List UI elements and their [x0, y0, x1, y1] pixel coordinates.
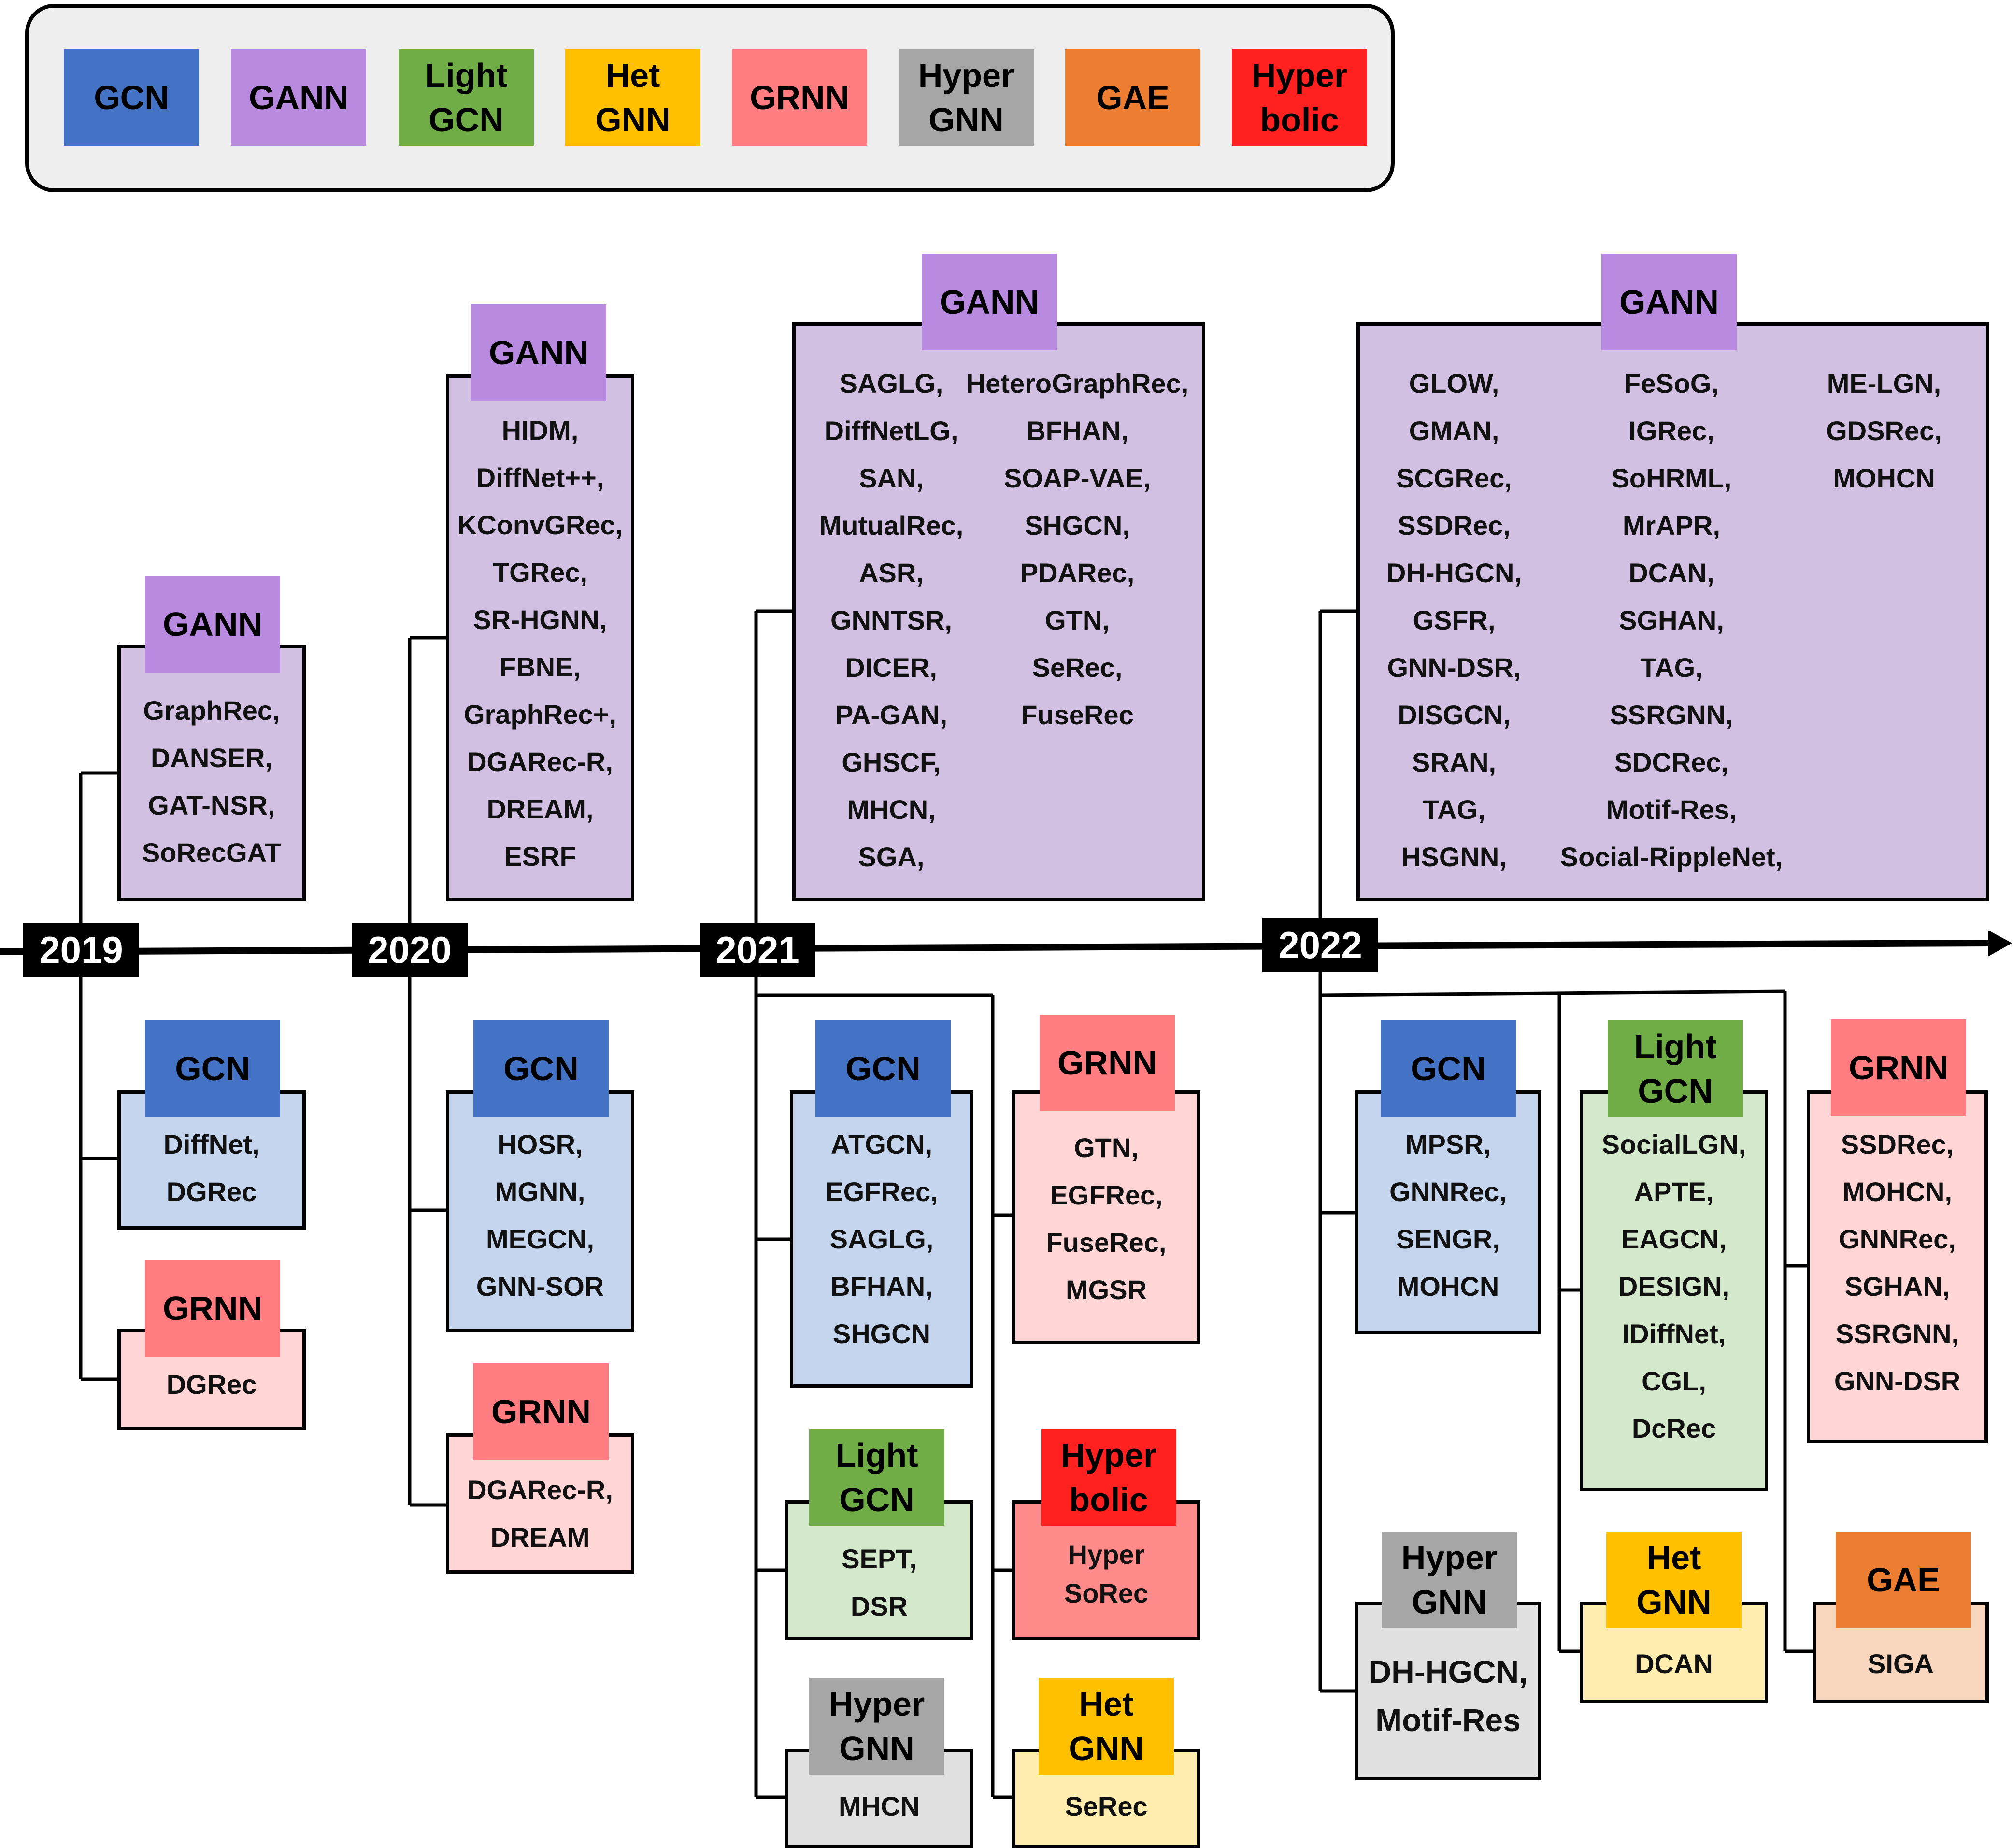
legend-lightgcn: Light GCN [399, 49, 534, 146]
box-2021-gann [792, 322, 1205, 901]
items-2019-gcn: DiffNet, DGRec [163, 1129, 260, 1207]
box-2022-gann [1356, 322, 1989, 901]
legend-gcn: GCN [64, 49, 199, 146]
year-2019: 2019 [23, 923, 139, 977]
timeline-axis [0, 930, 2012, 957]
items-2022-gann-col3: ME-LGN, GDSRec, MOHCN [1826, 368, 1942, 493]
tag-2021-lightgcn: Light GCN [809, 1429, 944, 1526]
box-2021-grnn [1012, 1090, 1200, 1344]
tag-2019-gcn: GCN [145, 1020, 280, 1117]
box-2022-lightgcn [1580, 1090, 1768, 1491]
items-2021-hetgnn: SeRec [1065, 1791, 1148, 1821]
legend-hypergnn: Hyper GNN [899, 49, 1034, 146]
tag-2022-grnn: GRNN [1831, 1019, 1966, 1116]
items-2020-gcn: HOSR, MGNN, MEGCN, GNN-SOR [476, 1129, 604, 1302]
year-2022: 2022 [1262, 918, 1378, 972]
tag-2020-grnn: GRNN [473, 1363, 609, 1460]
tag-2020-gann: GANN [471, 304, 606, 401]
items-2022-gann-col1: GLOW, GMAN, SCGRec, SSDRec, DH-HGCN, GSF… [1386, 368, 1522, 872]
year-2020: 2020 [352, 923, 468, 977]
items-2019-grnn: DGRec [166, 1369, 257, 1400]
tag-2021-gcn: GCN [815, 1020, 951, 1117]
items-2021-hyperbolic: Hyper SoRec [1064, 1539, 1149, 1608]
tag-2022-lightgcn: Light GCN [1608, 1020, 1743, 1117]
box-2022-hypergnn [1355, 1602, 1541, 1780]
items-2020-gann: HIDM, DiffNet++, KConvGRec, TGRec, SR-HG… [457, 415, 623, 872]
items-2022-gcn: MPSR, GNNRec, SENGR, MOHCN [1389, 1129, 1507, 1302]
legend-gae: GAE [1065, 49, 1200, 146]
items-2021-grnn: GTN, EGFRec, FuseRec, MGSR [1046, 1132, 1167, 1305]
legend-grnn: GRNN [732, 49, 867, 146]
items-2022-lightgcn: SocialLGN, APTE, EAGCN, DESIGN, IDiffNet… [1601, 1129, 1746, 1444]
items-2022-grnn: SSDRec, MOHCN, GNNRec, SGHAN, SSRGNN, GN… [1834, 1129, 1961, 1396]
box-2022-gcn [1355, 1090, 1541, 1334]
items-2021-gann-col2: HeteroGraphRec, BFHAN, SOAP-VAE, SHGCN, … [966, 368, 1189, 730]
tag-2021-hypergnn: Hyper GNN [809, 1678, 944, 1775]
tag-2019-gann: GANN [145, 576, 280, 673]
tag-2021-gann: GANN [922, 254, 1057, 350]
legend-hetgnn: Het GNN [565, 49, 700, 146]
tag-2021-hetgnn: Het GNN [1039, 1678, 1174, 1775]
tag-2020-gcn: GCN [473, 1020, 609, 1117]
items-2020-grnn: DGARec-R, DREAM [467, 1475, 613, 1552]
tag-2021-grnn: GRNN [1040, 1015, 1175, 1111]
tag-2022-hypergnn: Hyper GNN [1382, 1532, 1517, 1628]
box-2019-gann [117, 645, 306, 901]
tag-2022-gae: GAE [1836, 1532, 1971, 1628]
items-2019-gann: GraphRec, DANSER, GAT-NSR, SoRecGAT [142, 695, 282, 868]
items-2021-gcn: ATGCN, EGFRec, SAGLG, BFHAN, SHGCN [825, 1129, 938, 1349]
box-2020-gann [446, 374, 634, 901]
tag-2019-grnn: GRNN [145, 1260, 280, 1357]
tag-2022-gcn: GCN [1381, 1020, 1516, 1117]
items-2022-gann-col2: FeSoG, IGRec, SoHRML, MrAPR, DCAN, SGHAN… [1560, 368, 1783, 872]
items-2021-lightgcn: SEPT, DSR [842, 1544, 917, 1621]
items-2021-gann-col1: SAGLG, DiffNetLG, SAN, MutualRec, ASR, G… [819, 368, 964, 872]
items-2022-gae: SIGA [1868, 1648, 1934, 1679]
legend-hyperbolic: Hyper bolic [1232, 49, 1367, 146]
legend-gann: GANN [231, 49, 366, 146]
box-2020-gcn [446, 1090, 634, 1332]
tag-2022-hetgnn: Het GNN [1606, 1532, 1742, 1628]
tag-2021-hyperbolic: Hyper bolic [1041, 1429, 1176, 1526]
items-2022-hypergnn: DH-HGCN, Motif-Res [1368, 1654, 1528, 1738]
items-2021-hypergnn: MHCN [839, 1791, 920, 1821]
year-2021: 2021 [700, 923, 815, 977]
tag-2022-gann: GANN [1601, 254, 1737, 350]
items-2022-hetgnn: DCAN [1635, 1648, 1713, 1679]
box-2021-gcn [790, 1090, 973, 1388]
